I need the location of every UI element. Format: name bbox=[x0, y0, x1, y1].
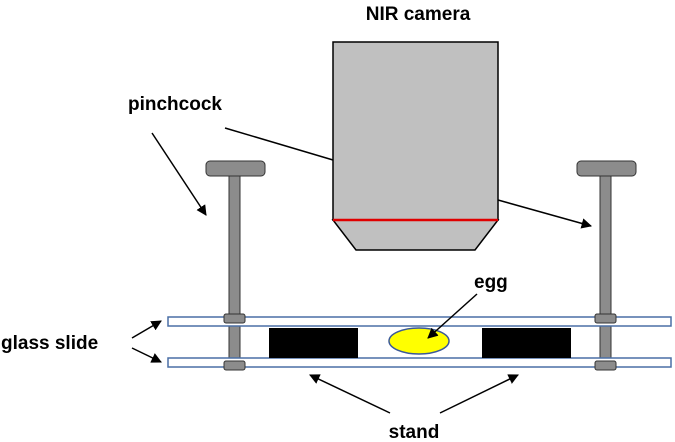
egg-label: egg bbox=[474, 272, 508, 293]
glass-slide-arrow-bottom bbox=[131, 347, 162, 363]
camera-pointer-line bbox=[224, 127, 334, 161]
camera-label: NIR camera bbox=[366, 4, 471, 25]
camera-body bbox=[332, 41, 499, 221]
pinchcock-right-rod bbox=[599, 175, 612, 369]
stand-label: stand bbox=[389, 422, 440, 442]
glass-slide-bottom bbox=[167, 357, 672, 368]
clamp-right-bottom bbox=[594, 360, 617, 371]
stand-arrow-left bbox=[309, 374, 391, 414]
clamp-left-bottom bbox=[223, 360, 246, 371]
egg bbox=[388, 327, 450, 355]
pinchcock-right-arrow bbox=[497, 199, 593, 229]
stand-block-right bbox=[482, 328, 571, 358]
clamp-right-top bbox=[594, 313, 617, 324]
pinchcock-label: pinchcock bbox=[128, 94, 222, 115]
nir-camera bbox=[331, 41, 500, 251]
glass-slide-label: glass slide bbox=[1, 333, 98, 354]
clamp-left-top bbox=[223, 313, 246, 324]
camera-lens bbox=[331, 219, 500, 251]
pinchcock-left-arrow bbox=[151, 132, 207, 216]
pinchcock-left-rod bbox=[228, 175, 241, 369]
pinchcock-left bbox=[205, 160, 266, 369]
glass-slide-top bbox=[167, 316, 672, 327]
glass-slide-arrow-top bbox=[131, 320, 162, 339]
pinchcock-right-knob bbox=[576, 160, 637, 177]
pinchcock-left-knob bbox=[205, 160, 266, 177]
pinchcock-right bbox=[576, 160, 637, 369]
stand-block-left bbox=[269, 328, 358, 358]
egg-arrow bbox=[427, 293, 478, 339]
stand-arrow-right bbox=[439, 374, 519, 414]
